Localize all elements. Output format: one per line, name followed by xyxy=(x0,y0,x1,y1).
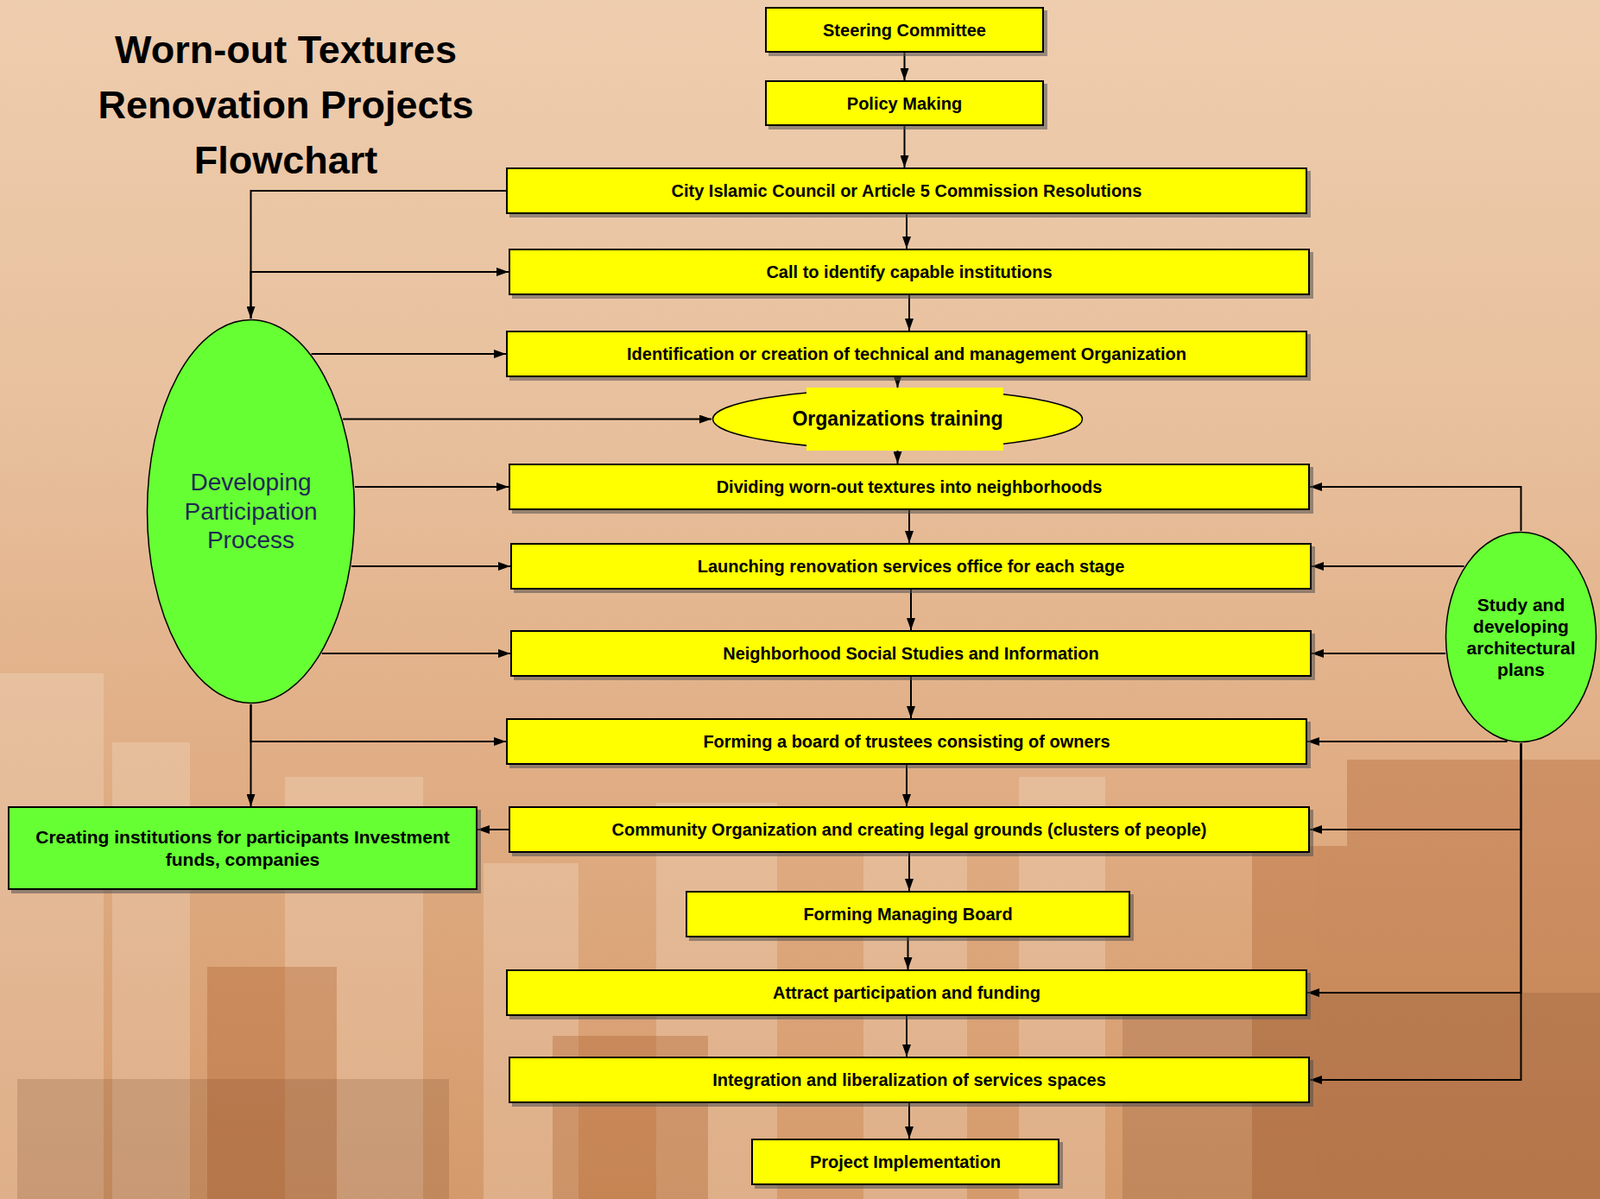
node-label: Organizations training xyxy=(785,407,1010,432)
flow-arrow xyxy=(1311,652,1446,655)
flow-arrow xyxy=(1311,565,1465,568)
flow-arrow xyxy=(905,214,908,249)
flow-arrow xyxy=(907,937,910,970)
flow-arrow xyxy=(251,190,507,319)
process-box: Dividing worn-out textures into neighbor… xyxy=(508,463,1310,511)
node-label: Attract participation and funding xyxy=(519,982,1294,1004)
flow-arrow xyxy=(908,510,911,544)
flow-arrow xyxy=(1309,486,1522,532)
flow-arrow xyxy=(1307,743,1522,993)
flow-arrow xyxy=(1307,740,1508,743)
flow-arrow xyxy=(905,765,908,807)
flow-arrow xyxy=(910,589,912,631)
diagram-title: Worn-out Textures Renovation Projects Fl… xyxy=(56,22,515,189)
flow-arrow xyxy=(905,1016,908,1057)
node-label: Steering Committee xyxy=(778,19,1031,41)
flow-arrow xyxy=(250,704,253,807)
process-box: City Islamic Council or Article 5 Commis… xyxy=(505,167,1308,215)
flow-arrow xyxy=(904,52,906,81)
process-box: Forming Managing Board xyxy=(685,891,1131,938)
node-label: Forming Managing Board xyxy=(699,904,1117,925)
flow-arrow xyxy=(311,353,506,355)
process-box: Attract participation and funding xyxy=(505,969,1308,1017)
process-box: Neighborhood Social Studies and Informat… xyxy=(510,630,1312,677)
flow-arrow xyxy=(908,1103,911,1139)
flow-arrow xyxy=(1309,743,1522,1081)
node-label: Developing Participation Process xyxy=(164,467,337,556)
flow-arrow xyxy=(908,295,911,331)
ellipse-outline xyxy=(1444,531,1598,744)
process-box: Call to identify capable institutions xyxy=(508,248,1310,296)
node-label: Dividing worn-out textures into neighbor… xyxy=(522,476,1297,498)
flow-arrow xyxy=(908,853,911,892)
flow-arrow xyxy=(477,828,509,831)
node-label: Call to identify capable institutions xyxy=(522,261,1297,283)
node-label: Study and developing architectural plans xyxy=(1454,594,1589,682)
node-label: Creating institutions for participants I… xyxy=(21,826,464,870)
node-label: Identification or creation of technical … xyxy=(519,343,1294,365)
flow-arrow xyxy=(904,126,906,168)
process-box: Policy Making xyxy=(765,80,1044,127)
flow-arrow xyxy=(251,271,510,319)
node-label: Launching renovation services office for… xyxy=(524,556,1298,577)
node-label: City Islamic Council or Article 5 Commis… xyxy=(519,180,1294,202)
node-label: Forming a board of trustees consisting o… xyxy=(519,731,1294,753)
process-box: Launching renovation services office for… xyxy=(510,543,1312,590)
process-ellipse: Organizations training xyxy=(711,387,1084,451)
node-label: Community Organization and creating lega… xyxy=(522,819,1297,841)
flow-arrow xyxy=(354,486,509,488)
flow-arrow xyxy=(351,565,511,568)
flow-arrow xyxy=(342,418,712,421)
process-box: Forming a board of trustees consisting o… xyxy=(505,718,1308,766)
node-label: Policy Making xyxy=(778,93,1031,114)
node-label: Project Implementation xyxy=(765,1151,1046,1173)
flow-arrow xyxy=(897,450,899,464)
process-ellipse: Developing Participation Process xyxy=(145,318,356,705)
node-label: Neighborhood Social Studies and Informat… xyxy=(524,643,1298,665)
node-label: Integration and liberalization of servic… xyxy=(522,1069,1297,1091)
flow-arrow xyxy=(1309,743,1522,830)
flow-arrow xyxy=(322,652,511,655)
process-box: Project Implementation xyxy=(751,1138,1060,1186)
process-box: Identification or creation of technical … xyxy=(505,330,1308,378)
process-box: Integration and liberalization of servic… xyxy=(508,1056,1310,1104)
flow-arrow xyxy=(251,704,507,742)
process-box: Creating institutions for participants I… xyxy=(7,806,478,891)
flow-arrow xyxy=(910,676,912,719)
process-ellipse: Study and developing architectural plans xyxy=(1444,531,1598,744)
flow-arrow xyxy=(897,377,899,388)
process-box: Steering Committee xyxy=(765,6,1044,53)
process-box: Community Organization and creating lega… xyxy=(508,806,1310,854)
